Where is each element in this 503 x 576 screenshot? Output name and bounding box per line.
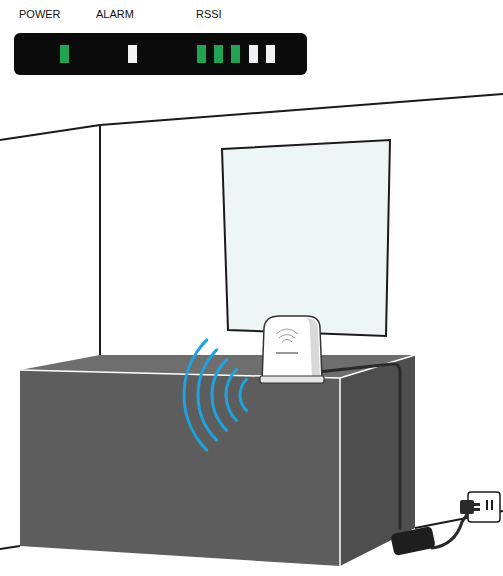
signal-arc <box>212 360 227 431</box>
cabinet <box>20 355 415 566</box>
signal-waves <box>184 340 246 450</box>
window <box>222 140 390 336</box>
signal-arc <box>226 370 237 421</box>
signal-arc <box>240 379 246 410</box>
power-led <box>60 45 69 63</box>
signal-arc <box>184 340 207 450</box>
wireless-device <box>260 316 324 383</box>
indicator-label: RSSI <box>196 8 222 21</box>
power-adapter <box>390 526 436 556</box>
power-cable <box>318 364 470 548</box>
indicator-label: POWER <box>19 8 61 21</box>
rssi-leds <box>197 45 275 63</box>
indicator-label: ALARM <box>96 8 134 21</box>
signal-arc <box>198 350 217 441</box>
wall-outlet <box>460 492 500 522</box>
led-panel <box>14 33 307 75</box>
alarm-led <box>128 45 137 63</box>
